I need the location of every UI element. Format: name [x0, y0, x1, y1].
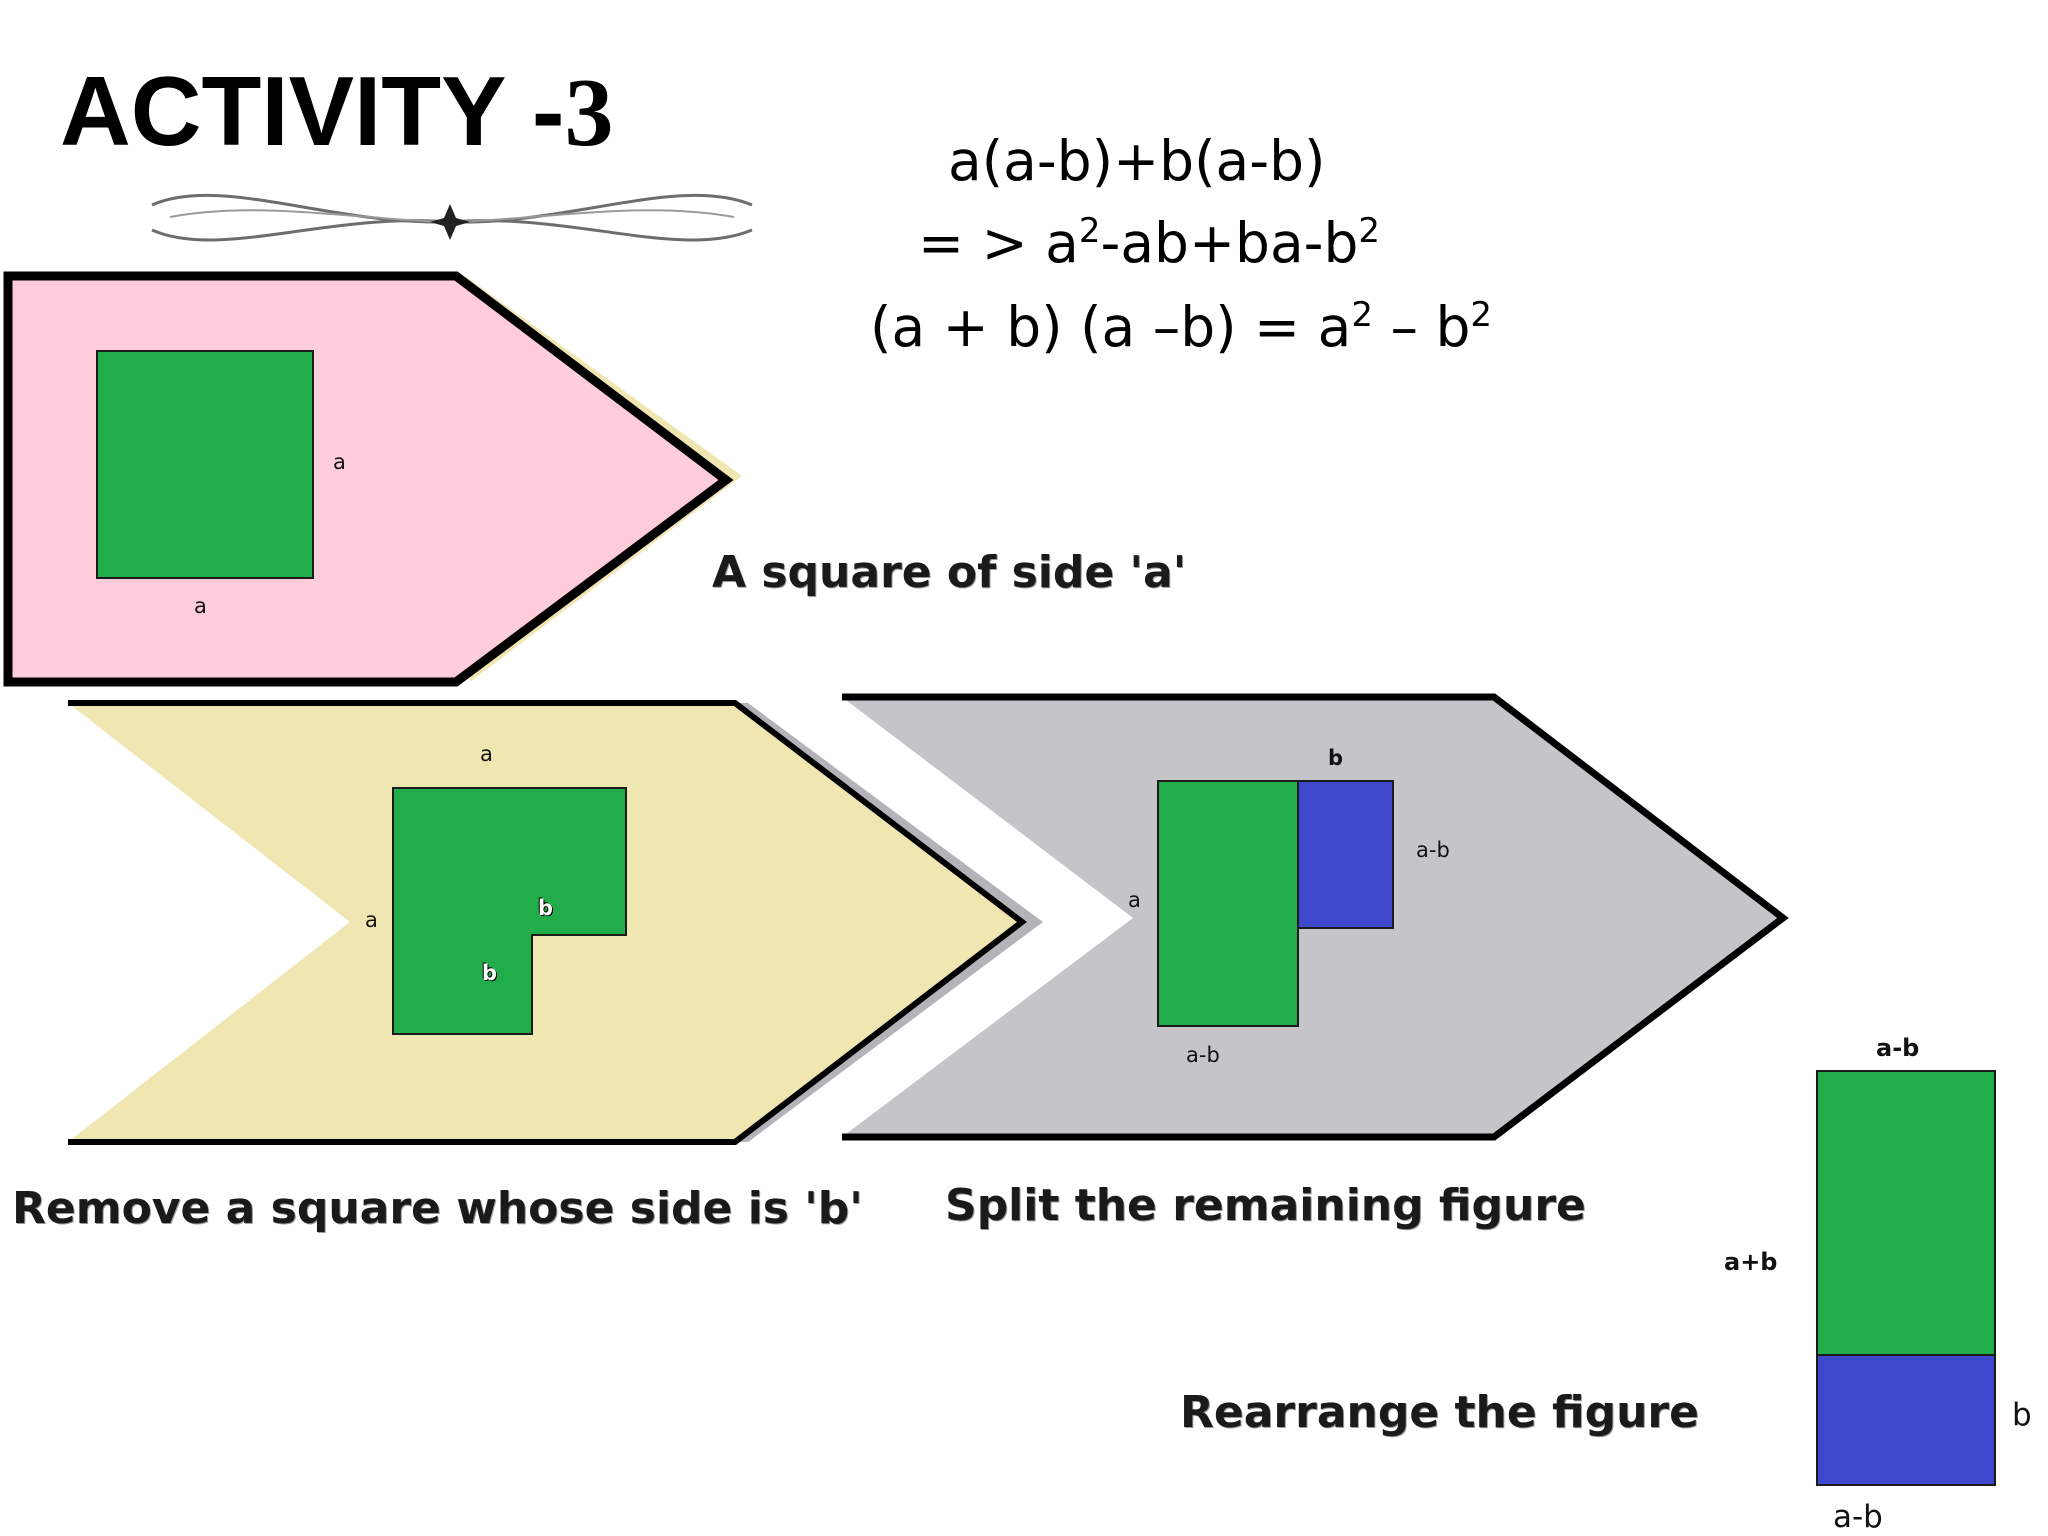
- label-step4-top-a-minus-b: a-b: [1876, 1034, 1920, 1062]
- equation-line-3-exp1: 2: [1351, 295, 1373, 335]
- equation-line-3-exp2: 2: [1470, 295, 1493, 335]
- step2-arrow-outline: [68, 700, 1027, 1145]
- step4-rearranged: [1816, 1070, 1996, 1486]
- caption-step1: A square of side 'a': [712, 547, 1187, 598]
- ornament-divider-icon: [151, 193, 753, 242]
- equation-line-3: (a + b) (a –b) = a2 – b2: [870, 298, 1492, 355]
- label-step4-left-a-plus-b: a+b: [1724, 1248, 1778, 1276]
- equation-line-1: a(a-b)+b(a-b): [948, 134, 1325, 189]
- split-green-rect: [1157, 780, 1299, 1027]
- caption-step3: Split the remaining figure: [945, 1180, 1586, 1231]
- caption-step4: Rearrange the figure: [1180, 1387, 1699, 1438]
- label-step4-right-b: b: [2012, 1397, 2032, 1433]
- step3-arrow-outline: [842, 693, 1789, 1141]
- equation-line-1-text: a(a-b)+b(a-b): [948, 129, 1326, 193]
- page-title: ACTIVITY -3: [60, 62, 614, 162]
- step3-arrow: [842, 693, 1789, 1141]
- label-step3-bottom-a-minus-b: a-b: [1186, 1043, 1220, 1067]
- equation-line-2-middle: -ab+ba-b: [1100, 211, 1359, 275]
- equation-line-2-exp2: 2: [1358, 211, 1381, 251]
- equation-line-2: = > a2-ab+ba-b2: [918, 214, 1380, 271]
- label-step2-notch-right-b: b: [538, 896, 554, 920]
- label-step2-notch-bottom-b: b: [482, 961, 498, 985]
- equation-line-3-prefix: (a + b) (a –b) = a: [870, 295, 1352, 359]
- step1-arrow: [3, 271, 742, 687]
- title-prefix: ACTIVITY -: [60, 56, 565, 166]
- label-step2-top-a: a: [480, 742, 493, 766]
- label-step1-right-a: a: [333, 450, 346, 474]
- title-number: 3: [564, 59, 614, 167]
- label-step3-left-a: a: [1128, 888, 1141, 912]
- rearranged-blue-rect: [1816, 1354, 1996, 1486]
- square-a: [96, 350, 314, 579]
- label-step2-left-a: a: [365, 908, 378, 932]
- step2-arrow: [68, 700, 1043, 1145]
- split-blue-rect: [1297, 780, 1394, 929]
- equation-line-2-prefix: = > a: [918, 211, 1079, 275]
- label-step3-top-b: b: [1328, 746, 1344, 770]
- label-step3-right-a-minus-b: a-b: [1416, 838, 1450, 862]
- label-step4-bottom-a-minus-b: a-b: [1833, 1499, 1883, 1535]
- caption-step2: Remove a square whose side is 'b': [12, 1183, 863, 1234]
- label-step1-bottom-a: a: [194, 594, 207, 618]
- l-shape-remaining: [392, 787, 627, 1035]
- equation-line-2-exp1: 2: [1078, 211, 1101, 251]
- equation-line-3-middle: – b: [1372, 295, 1471, 359]
- rearranged-green-rect: [1816, 1070, 1996, 1356]
